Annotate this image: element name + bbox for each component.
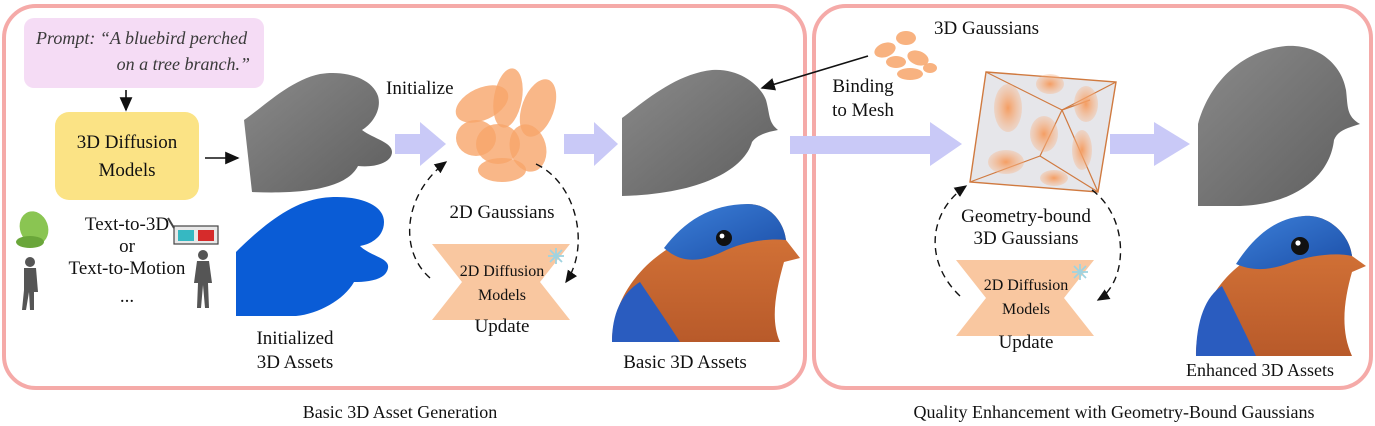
mode-ellipsis: ... bbox=[119, 286, 135, 307]
update-loop bbox=[934, 185, 968, 297]
enhanced-assets-label: Enhanced 3D Assets bbox=[1186, 360, 1334, 380]
update-loop bbox=[1091, 189, 1122, 301]
update-label: Update bbox=[474, 316, 530, 337]
flow-arrow bbox=[1110, 122, 1190, 166]
diffusion-2d-line-2: Models bbox=[478, 287, 526, 304]
update-loop bbox=[409, 161, 448, 279]
basic-mesh bbox=[622, 69, 778, 196]
human-figure-icon bbox=[22, 257, 38, 310]
enhanced-mesh bbox=[1198, 45, 1360, 207]
human-figure-icon bbox=[194, 250, 212, 308]
mode-text-to-3d: Text-to-3D bbox=[84, 214, 170, 235]
3d-diffusion-box: 3D Diffusion Models bbox=[55, 112, 199, 200]
3d-gaussians-cluster bbox=[874, 31, 937, 80]
diffusion-2d-line-1: 2D Diffusion bbox=[459, 263, 545, 280]
mode-text-to-motion: Text-to-Motion bbox=[68, 258, 186, 279]
flow-arrow bbox=[395, 122, 446, 166]
prompt-box: Prompt: “A bluebird perched on a tree br… bbox=[24, 18, 264, 88]
binding-line-2: to Mesh bbox=[832, 100, 894, 121]
diffusion-2d-line-1: 2D Diffusion bbox=[983, 277, 1069, 294]
initialized-blue-shape bbox=[236, 197, 389, 316]
mode-or: or bbox=[119, 236, 135, 257]
3d-diffusion-line-1: 3D Diffusion bbox=[76, 132, 178, 153]
chair-icon bbox=[16, 211, 49, 248]
initialized-assets-line-1: Initialized bbox=[256, 328, 334, 349]
enhancement-panel bbox=[812, 4, 1373, 390]
basic-assets-label: Basic 3D Assets bbox=[623, 352, 747, 373]
update-label: Update bbox=[998, 332, 1054, 353]
flow-arrow bbox=[790, 122, 962, 166]
flow-arrow bbox=[564, 122, 618, 166]
update-loop bbox=[535, 163, 579, 284]
initialize-label: Initialize bbox=[386, 78, 454, 99]
geometry-bound-mesh bbox=[969, 71, 1117, 193]
diffusion-2d-line-2: Models bbox=[1002, 301, 1050, 318]
2d-gaussians-label: 2D Gaussians bbox=[449, 202, 555, 223]
prompt-line-1: Prompt: “A bluebird perched bbox=[36, 28, 248, 48]
initialized-assets-line-2: 3D Assets bbox=[256, 352, 334, 373]
snowflake-icon bbox=[548, 248, 564, 264]
bluebird-photo bbox=[1196, 215, 1366, 356]
3d-glasses-icon bbox=[167, 217, 219, 245]
initialized-mesh bbox=[244, 72, 392, 193]
stage1-caption: Basic 3D Asset Generation bbox=[302, 402, 498, 422]
prompt-line-2: on a tree branch.” bbox=[116, 54, 250, 74]
snowflake-icon bbox=[1072, 264, 1088, 280]
stage2-caption: Quality Enhancement with Geometry-Bound … bbox=[913, 402, 1315, 422]
diffusion-2d-shape bbox=[956, 260, 1094, 336]
geometry-bound-line-2: 3D Gaussians bbox=[973, 228, 1079, 249]
3d-gaussians-label: 3D Gaussians bbox=[934, 18, 1040, 39]
binding-line-1: Binding bbox=[832, 76, 894, 97]
bluebird-photo bbox=[612, 204, 800, 342]
binding-arrow bbox=[760, 55, 869, 91]
diffusion-2d-shape bbox=[432, 244, 570, 320]
geometry-bound-line-1: Geometry-bound bbox=[961, 206, 1091, 227]
basic-generation-panel bbox=[2, 4, 807, 390]
3d-diffusion-line-2: Models bbox=[98, 160, 156, 181]
2d-gaussians-cluster bbox=[455, 68, 557, 182]
